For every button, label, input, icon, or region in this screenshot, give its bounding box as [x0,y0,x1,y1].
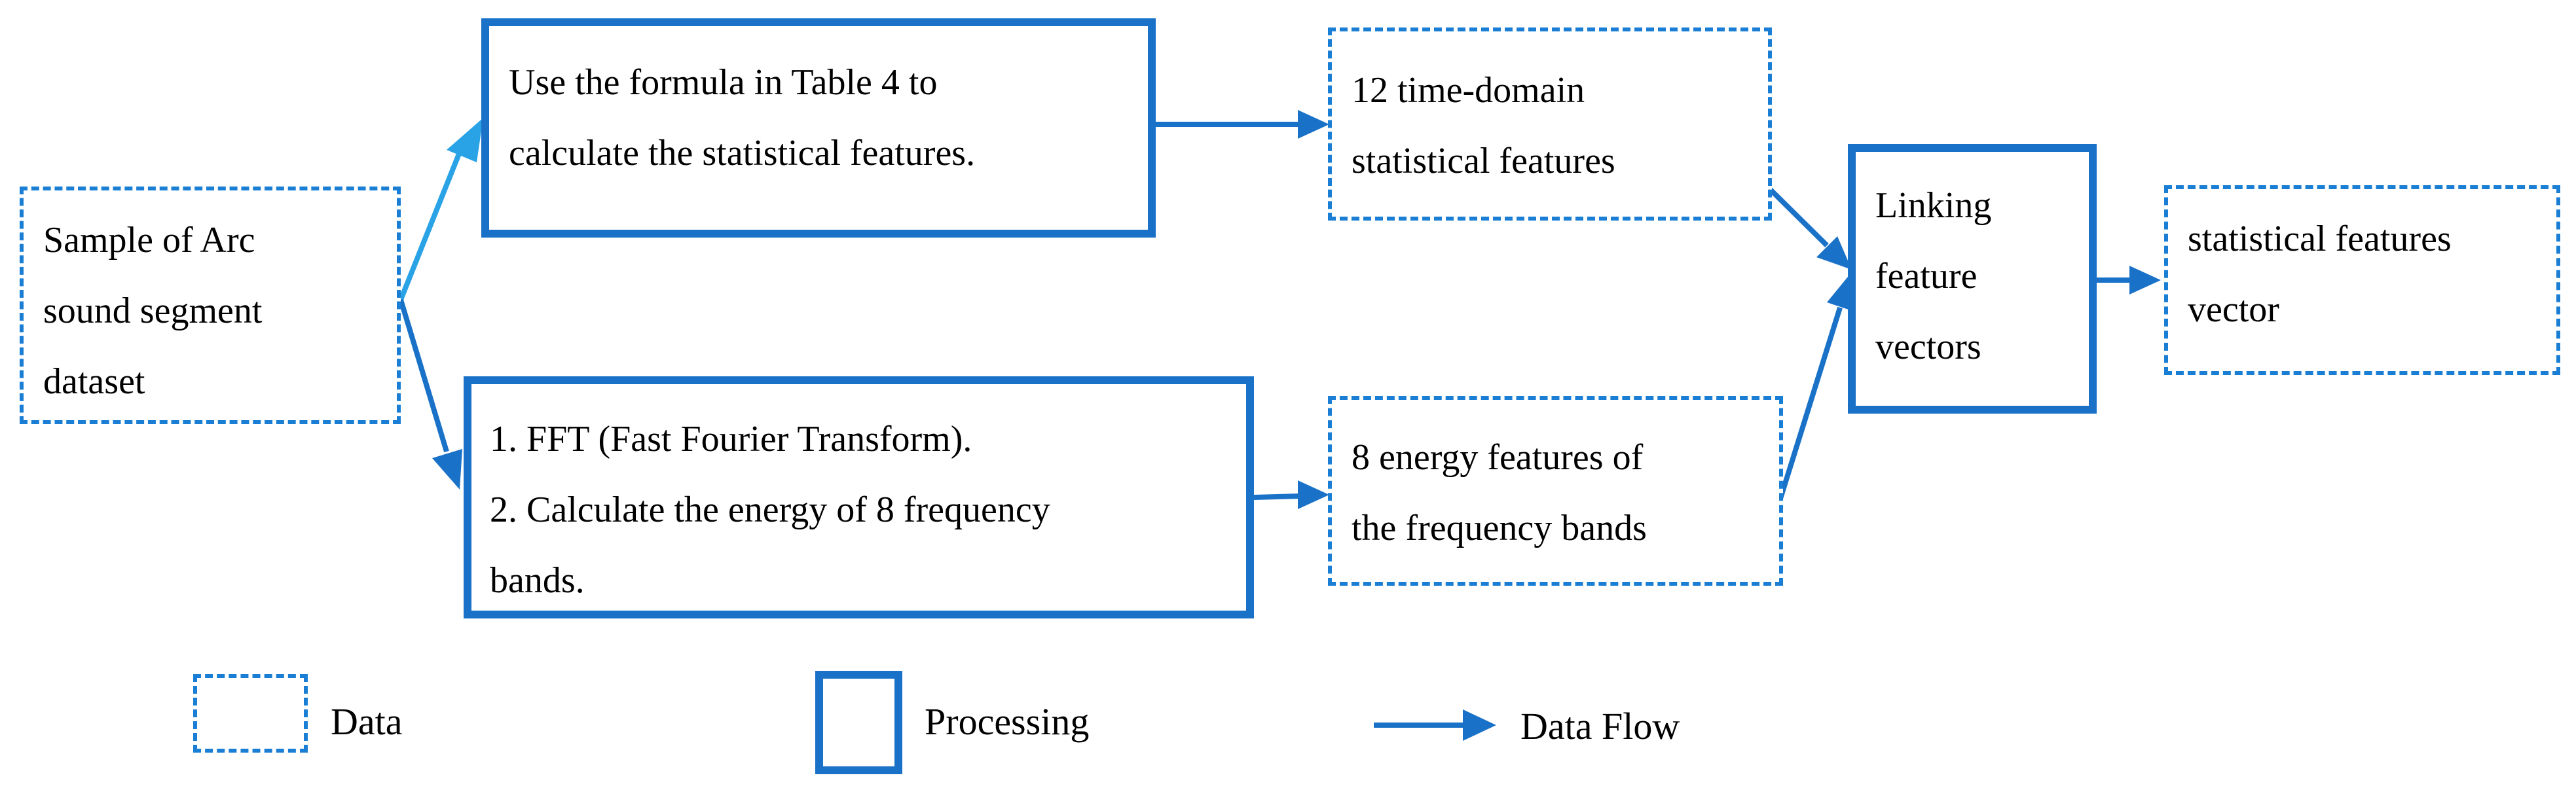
fft-line-1: 1. FFT (Fast Fourier Transform). [490,419,972,459]
legend-processing-label: Processing [925,700,1090,743]
energy-features-line-1: 8 energy features of [1352,437,1644,478]
output-vector-box: statistical features vector [2164,185,2560,375]
output-vector-line-2: vector [2188,289,2279,330]
fft-process-box: 1. FFT (Fast Fourier Transform). 2. Calc… [464,376,1254,618]
linking-process-box: Linking feature vectors [1848,144,2097,414]
sample-dataset-line-3: dataset [43,361,145,402]
time-features-line-2: statistical features [1352,141,1615,181]
arrow-dataset-to-formula [398,118,483,301]
arrow-energy-to-linking [1777,274,1854,502]
sample-dataset-line-1: Sample of Arc [43,220,255,260]
fft-line-2: 2. Calculate the energy of 8 frequency [490,490,1050,530]
sample-dataset-box: Sample of Arc sound segment dataset [20,187,401,424]
output-vector-line-1: statistical features [2188,219,2452,259]
linking-line-1: Linking [1875,185,1992,226]
legend-data-label: Data [331,700,403,743]
energy-features-line-2: the frequency bands [1352,508,1647,548]
linking-line-2: feature [1875,256,1978,296]
arrow-dataset-to-fft [398,298,462,490]
sample-dataset-line-2: sound segment [43,291,263,331]
arrow-linking-to-output [2092,266,2161,295]
formula-line-2: calculate the statistical features. [509,133,976,173]
fft-line-3: bands. [490,560,585,601]
legend-flow-label: Data Flow [1520,705,1680,747]
arrow-fft-to-energy [1253,480,1329,509]
legend-data-swatch [193,674,308,753]
time-features-box: 12 time-domain statistical features [1328,27,1772,221]
arrow-formula-to-time [1156,110,1329,139]
linking-line-3: vectors [1875,327,1981,367]
legend-arrow-icon [1374,709,1496,741]
time-features-line-1: 12 time-domain [1352,70,1585,111]
legend-processing-swatch [815,671,902,774]
formula-process-box: Use the formula in Table 4 to calculate … [481,18,1156,238]
energy-features-box: 8 energy features of the frequency bands [1328,396,1783,586]
formula-line-1: Use the formula in Table 4 to [509,62,938,103]
